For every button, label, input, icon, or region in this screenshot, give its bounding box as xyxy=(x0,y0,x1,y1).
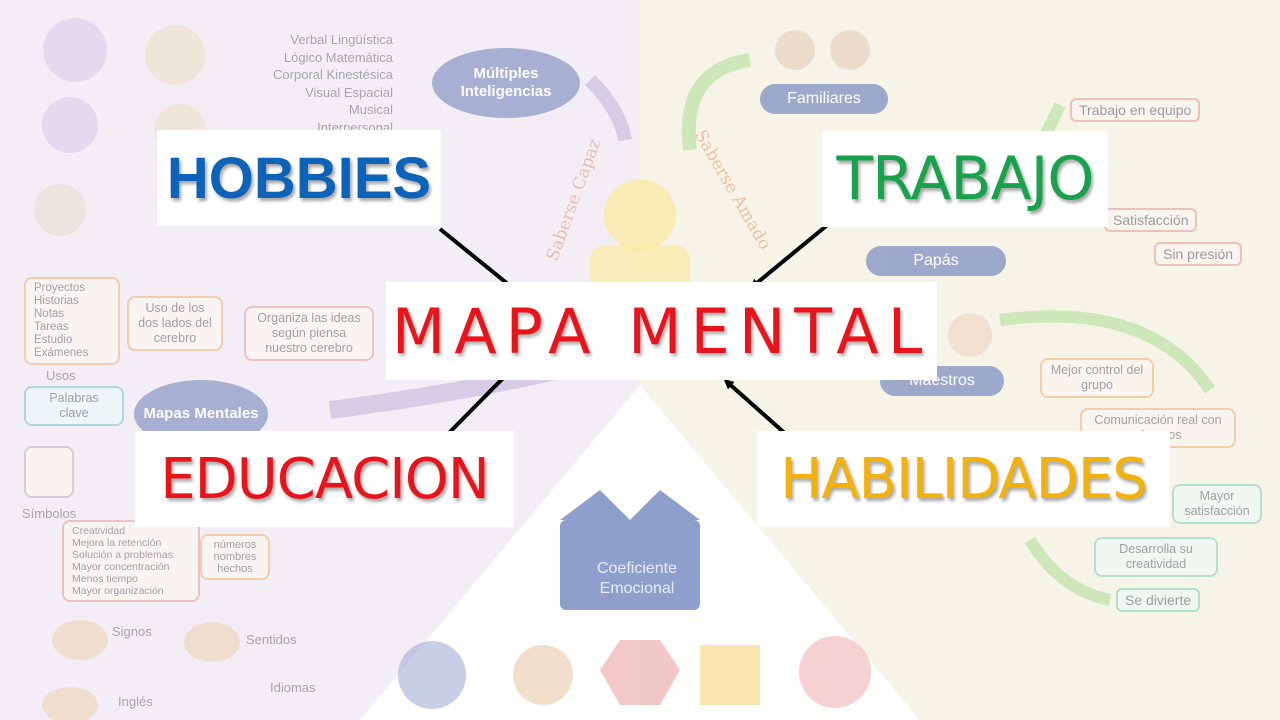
background-item-creatividad: Desarrolla su creatividad xyxy=(1094,537,1218,577)
background-item-control: Mejor control del grupo xyxy=(1040,358,1154,398)
background-badge-4 xyxy=(700,645,760,705)
background-green-arrow-4 xyxy=(1024,536,1112,606)
background-usos-label: Usos xyxy=(46,368,76,383)
background-papas-cloud: Papás xyxy=(866,246,1006,276)
background-brain-icon-2 xyxy=(184,622,240,662)
background-grandparent-face-2 xyxy=(830,30,870,70)
background-icon-2 xyxy=(145,25,205,85)
background-signos-label: Signos xyxy=(112,624,152,639)
background-badge-3 xyxy=(600,640,680,705)
background-child-face xyxy=(604,179,676,251)
background-swoosh-arrow-top xyxy=(584,75,632,142)
background-sentidos-label: Sentidos xyxy=(246,632,297,647)
background-symbols-box xyxy=(24,446,74,498)
background-uso-lados: Uso de los dos lados del cerebro xyxy=(127,296,223,351)
background-icon-1 xyxy=(43,18,107,82)
background-badge-2 xyxy=(513,645,573,705)
background-coeficiente-label: Coeficiente Emocional xyxy=(596,560,678,597)
branch-educacion: EDUCACION xyxy=(135,431,514,527)
background-usos-list: Proyectos Historias Notas Tareas Estudio… xyxy=(24,277,120,365)
background-multiples-oval: Múltiples Inteligencias xyxy=(432,48,580,118)
background-item-mayor-satisfaccion: Mayor satisfacción xyxy=(1172,484,1262,524)
background-item-sin-presion: Sin presión xyxy=(1154,242,1243,266)
central-title: MAPA MENTAL xyxy=(386,282,937,380)
background-green-arrow-1 xyxy=(681,53,752,151)
branch-trabajo: TRABAJO xyxy=(822,131,1108,227)
background-coeficiente-house xyxy=(560,520,700,610)
background-item-se-divierte: Se divierte xyxy=(1116,588,1201,612)
background-green-arrow-3 xyxy=(999,310,1215,394)
background-teacher-face xyxy=(948,313,992,357)
background-icon-5 xyxy=(34,184,86,236)
background-badge-5 xyxy=(799,636,871,708)
branch-hobbies: HOBBIES xyxy=(157,130,441,226)
background-brain-icon-1 xyxy=(52,620,108,660)
background-numeros: números nombres hechos xyxy=(200,534,270,580)
branch-habilidades: HABILIDADES xyxy=(757,431,1170,527)
background-benefits-list: Creatividad Mejora la retención Solución… xyxy=(62,520,200,602)
background-grandparent-face-1 xyxy=(775,30,815,70)
background-brain-icon-3 xyxy=(42,687,98,720)
background-item-trabajo-equipo: Trabajo en equipo xyxy=(1070,98,1201,122)
background-item-satisfaccion: Satisfacción xyxy=(1104,208,1198,232)
background-simbolos-label: Símbolos xyxy=(22,506,77,521)
background-palabras-clave: Palabras clave xyxy=(24,386,124,426)
background-idiomas-label: Idiomas xyxy=(270,680,316,695)
background-icon-3 xyxy=(42,97,98,153)
background-badge-1 xyxy=(398,641,466,709)
background-intelligences-list: Verbal Lingüística Lógico Matemática Cor… xyxy=(273,32,393,135)
background-organiza: Organiza las ideas según piensa nuestro … xyxy=(244,306,374,361)
background-familiares-cloud: Familiares xyxy=(760,84,888,114)
background-ingles-label: Inglés xyxy=(118,694,153,709)
